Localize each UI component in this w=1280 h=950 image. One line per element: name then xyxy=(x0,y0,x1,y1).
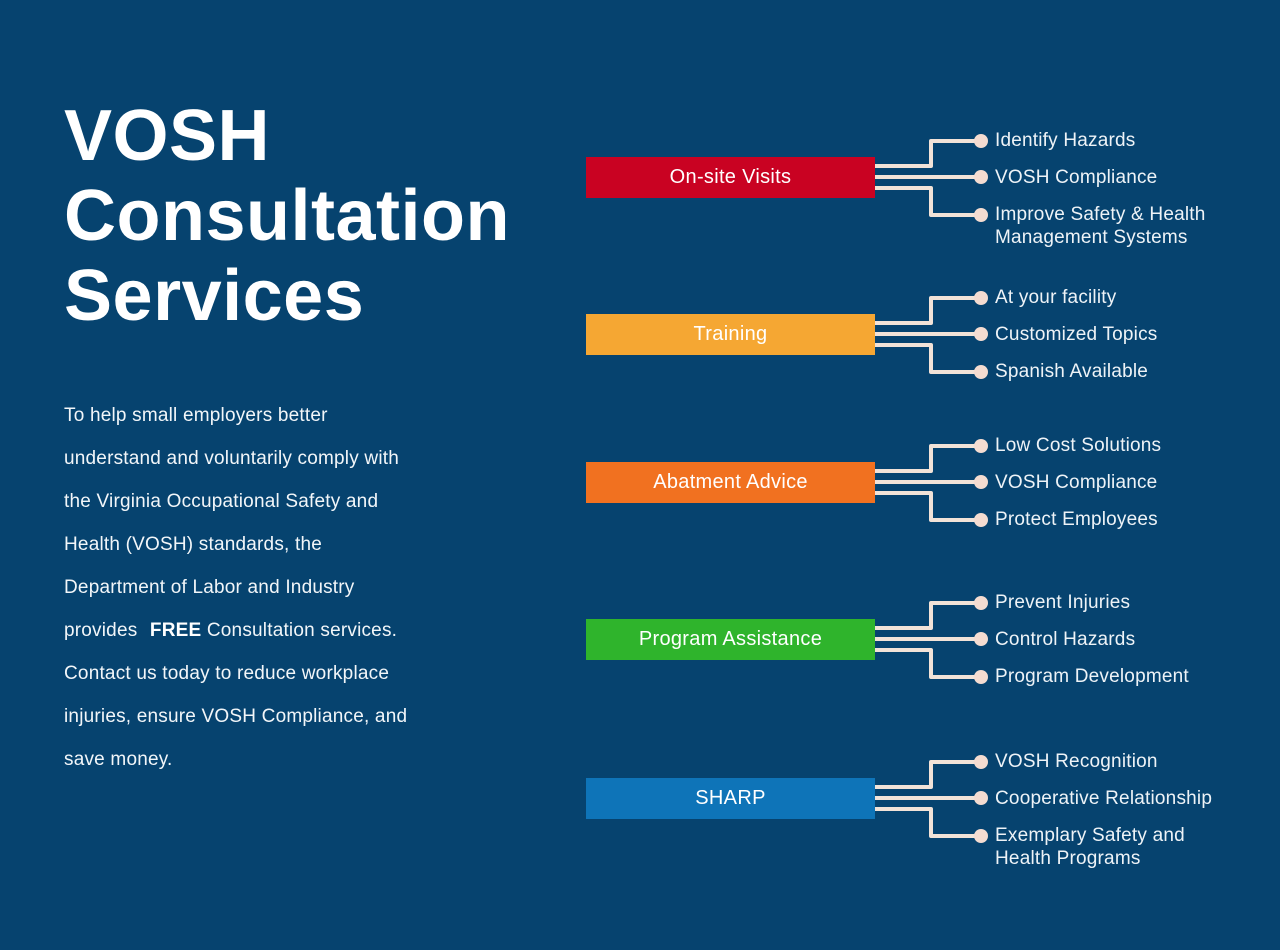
connector-path xyxy=(875,186,975,217)
bullet-dot xyxy=(974,327,988,341)
connector-lines xyxy=(875,134,988,222)
service-bar-label: Program Assistance xyxy=(638,628,823,650)
bullet-dot xyxy=(974,755,988,769)
bullet-item: Improve Safety & Health Management Syste… xyxy=(995,204,1206,248)
connector-path xyxy=(875,444,975,473)
bullet-dot xyxy=(974,208,988,222)
service-bar: SHARP xyxy=(586,778,875,819)
bullet-dot xyxy=(974,475,988,489)
intro-paragraph: To help small employers better understan… xyxy=(64,394,444,781)
bullet-item: Program Development xyxy=(995,666,1189,687)
service-bar-label: Abatment Advice xyxy=(653,471,808,493)
connector-lines xyxy=(875,755,988,843)
service-bar-label: Training xyxy=(693,323,768,345)
bullet-dot xyxy=(974,170,988,184)
bullet-item: Low Cost Solutions xyxy=(995,435,1162,456)
intro-text-before: To help small employers better understan… xyxy=(64,405,399,641)
bullet-item: Identify Hazards xyxy=(995,130,1136,151)
page-title: VOSH Consultation Services xyxy=(64,96,510,336)
connector-path xyxy=(875,296,975,325)
bullet-dot xyxy=(974,829,988,843)
bullet-dot xyxy=(974,513,988,527)
connector-lines xyxy=(875,596,988,684)
bullet-item: Control Hazards xyxy=(995,629,1136,650)
bullet-item: Customized Topics xyxy=(995,324,1158,345)
bullet-dot xyxy=(974,439,988,453)
bullet-dot xyxy=(974,134,988,148)
bullet-item: Protect Employees xyxy=(995,509,1158,530)
connector-path xyxy=(875,491,975,522)
connector-lines xyxy=(875,439,988,527)
connector-path xyxy=(875,760,975,789)
bullet-item: VOSH Compliance xyxy=(995,167,1158,188)
bullet-dot xyxy=(974,791,988,805)
service-bar-label: SHARP xyxy=(695,787,766,809)
connector-path xyxy=(875,139,975,168)
service-bar: Abatment Advice xyxy=(586,462,875,503)
connector-path xyxy=(875,648,975,679)
connector-path xyxy=(875,343,975,374)
bullet-item: Cooperative Relationship xyxy=(995,788,1213,809)
bullet-item: VOSH Compliance xyxy=(995,472,1158,493)
service-bar: Training xyxy=(586,314,875,355)
service-bar-label: On-site Visits xyxy=(669,166,792,188)
bullet-item: Spanish Available xyxy=(995,361,1149,382)
bullet-dot xyxy=(974,291,988,305)
connector-path xyxy=(875,807,975,838)
intro-text-after: Consultation services. Contact us today … xyxy=(64,620,408,770)
bullet-dot xyxy=(974,365,988,379)
bullet-dot xyxy=(974,632,988,646)
bullet-item: Exemplary Safety and Health Programs xyxy=(995,825,1185,869)
bullet-dot xyxy=(974,670,988,684)
intro-free-highlight: FREE xyxy=(149,620,202,641)
bullet-item: VOSH Recognition xyxy=(995,751,1158,772)
bullet-item: Prevent Injuries xyxy=(995,592,1131,613)
bullet-item: At your facility xyxy=(995,287,1117,308)
service-bar: On-site Visits xyxy=(586,157,875,198)
bullet-dot xyxy=(974,596,988,610)
connector-path xyxy=(875,601,975,630)
connector-lines xyxy=(875,291,988,379)
service-bar: Program Assistance xyxy=(586,619,875,660)
